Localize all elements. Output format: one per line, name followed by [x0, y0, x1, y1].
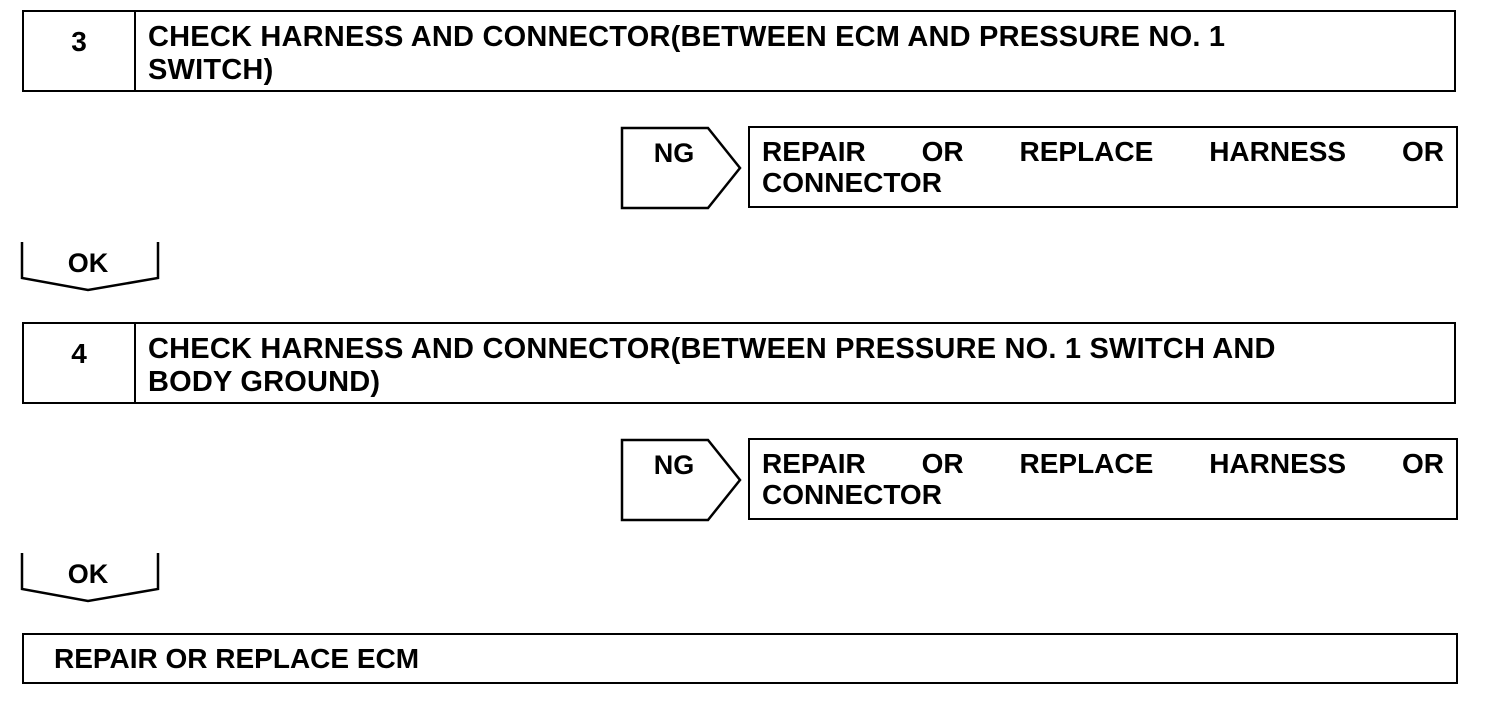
step-title-line2: SWITCH): [148, 54, 274, 86]
ng-action-word: OR: [921, 448, 964, 479]
ng-action-word: OR: [1402, 448, 1444, 479]
ng-action-line2: CONNECTOR: [762, 167, 942, 198]
ng-action-word: REPLACE: [1019, 448, 1154, 479]
step-title: CHECK HARNESS AND CONNECTOR(BETWEEN ECM …: [136, 12, 1454, 90]
ng-arrow-icon: [620, 438, 742, 522]
final-action-box: REPAIR OR REPLACE ECM: [22, 633, 1458, 684]
ng-label: NG: [653, 138, 695, 168]
ng-action-line1: REPAIR OR REPLACE HARNESS OR: [762, 448, 1444, 479]
ng-action-line1: REPAIR OR REPLACE HARNESS OR: [762, 136, 1444, 167]
step-4-box: 4 CHECK HARNESS AND CONNECTOR(BETWEEN PR…: [22, 322, 1456, 404]
ng-action-word: OR: [1402, 136, 1444, 167]
ng-action-box: REPAIR OR REPLACE HARNESS OR CONNECTOR: [748, 126, 1458, 208]
step-title-line2: BODY GROUND): [148, 366, 381, 398]
ok-label: OK: [67, 248, 109, 278]
ng-action-box: REPAIR OR REPLACE HARNESS OR CONNECTOR: [748, 438, 1458, 520]
ng-action-word: REPLACE: [1019, 136, 1154, 167]
ng-action-word: HARNESS: [1209, 136, 1347, 167]
ng-action-word: REPAIR: [762, 136, 866, 167]
ok-label: OK: [67, 559, 109, 589]
step-number: 3: [24, 12, 136, 90]
ng-action-line2: CONNECTOR: [762, 479, 942, 510]
ng-action-word: OR: [921, 136, 964, 167]
ng-label: NG: [653, 450, 695, 480]
step-title: CHECK HARNESS AND CONNECTOR(BETWEEN PRES…: [136, 324, 1454, 402]
ng-action-word: REPAIR: [762, 448, 866, 479]
step-title-line1: CHECK HARNESS AND CONNECTOR(BETWEEN PRES…: [148, 333, 1276, 365]
ng-arrow-icon: [620, 126, 742, 210]
ok-arrow-icon: [20, 553, 160, 603]
step-title-line1: CHECK HARNESS AND CONNECTOR(BETWEEN ECM …: [148, 21, 1226, 53]
ng-action-word: HARNESS: [1209, 448, 1347, 479]
ok-arrow-icon: [20, 242, 160, 292]
step-number: 4: [24, 324, 136, 402]
step-3-box: 3 CHECK HARNESS AND CONNECTOR(BETWEEN EC…: [22, 10, 1456, 92]
